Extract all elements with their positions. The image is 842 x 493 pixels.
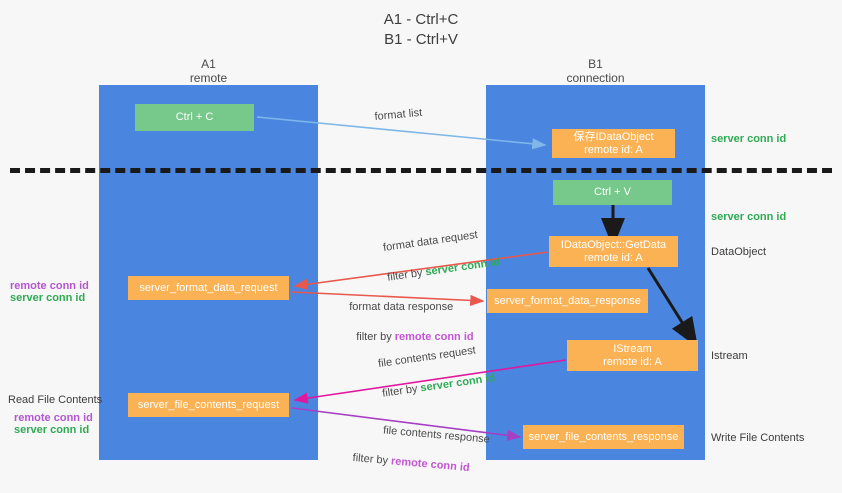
annotation-left-server-conn-id-2: server conn id: [14, 424, 90, 436]
edge-label-format-data-response-filter-prefix: filter by: [356, 331, 395, 343]
edge-label-format-data-response: format data response filter by remote co…: [337, 285, 474, 360]
edge-label-file-contents-response-filter-prefix: filter by: [352, 451, 392, 468]
edge-label-file-contents-request-filter-prefix: filter by: [381, 382, 422, 400]
box-save-idataobject[interactable]: 保存IDataObject remote id: A: [552, 129, 675, 158]
box-server-file-contents-request[interactable]: server_file_contents_request: [128, 393, 289, 417]
edge-label-file-contents-request: file contents request filter by server c…: [363, 326, 498, 418]
box-server-format-data-response[interactable]: server_format_data_response: [487, 289, 648, 313]
phase-divider: [10, 168, 832, 173]
edge-label-format-data-request-filter-value: server conn id: [424, 256, 501, 279]
box-idataobject-getdata[interactable]: IDataObject::GetData remote id: A: [549, 236, 678, 267]
edge-label-file-contents-response-text: file contents response: [382, 424, 491, 446]
box-ctrl-c[interactable]: Ctrl + C: [135, 104, 254, 131]
box-ctrl-v[interactable]: Ctrl + V: [553, 180, 672, 205]
edge-label-format-data-response-text: format data response: [349, 301, 454, 313]
lane-a1-header: A1 remote: [189, 57, 228, 85]
edge-label-file-contents-response-filter-value: remote conn id: [390, 455, 471, 475]
annotation-left-remote-conn-id-1: remote conn id: [10, 280, 89, 292]
annotation-left-server-conn-id-1: server conn id: [10, 292, 86, 304]
annotation-istream: Istream: [711, 350, 748, 362]
edge-label-format-data-response-filter-value: remote conn id: [394, 331, 474, 343]
edge-label-file-contents-request-filter-value: server conn id: [419, 372, 496, 395]
annotation-dataobject: DataObject: [711, 246, 767, 258]
page-title: A1 - Ctrl+C B1 - Ctrl+V: [383, 11, 459, 48]
box-server-format-data-request[interactable]: server_format_data_request: [128, 276, 289, 300]
annotation-left-remote-conn-id-2: remote conn id: [14, 412, 93, 424]
edge-label-format-data-request-filter-prefix: filter by: [386, 266, 427, 284]
edge-label-file-contents-request-text: file contents request: [377, 344, 477, 371]
box-server-file-contents-response[interactable]: server_file_contents_response: [523, 425, 684, 449]
annotation-server-conn-id-mid: server conn id: [711, 211, 787, 223]
lane-b1-header: B1 connection: [566, 57, 625, 85]
edge-label-format-list: format list: [374, 106, 423, 123]
box-istream[interactable]: IStream remote id: A: [567, 340, 698, 371]
edge-label-format-data-request-text: format data request: [382, 228, 479, 255]
annotation-read-file-contents: Read File Contents: [8, 394, 103, 406]
edge-label-file-contents-response: file contents response filter by remote …: [338, 405, 491, 493]
annotation-server-conn-id-top: server conn id: [711, 133, 787, 145]
annotation-write-file-contents: Write File Contents: [711, 432, 805, 444]
